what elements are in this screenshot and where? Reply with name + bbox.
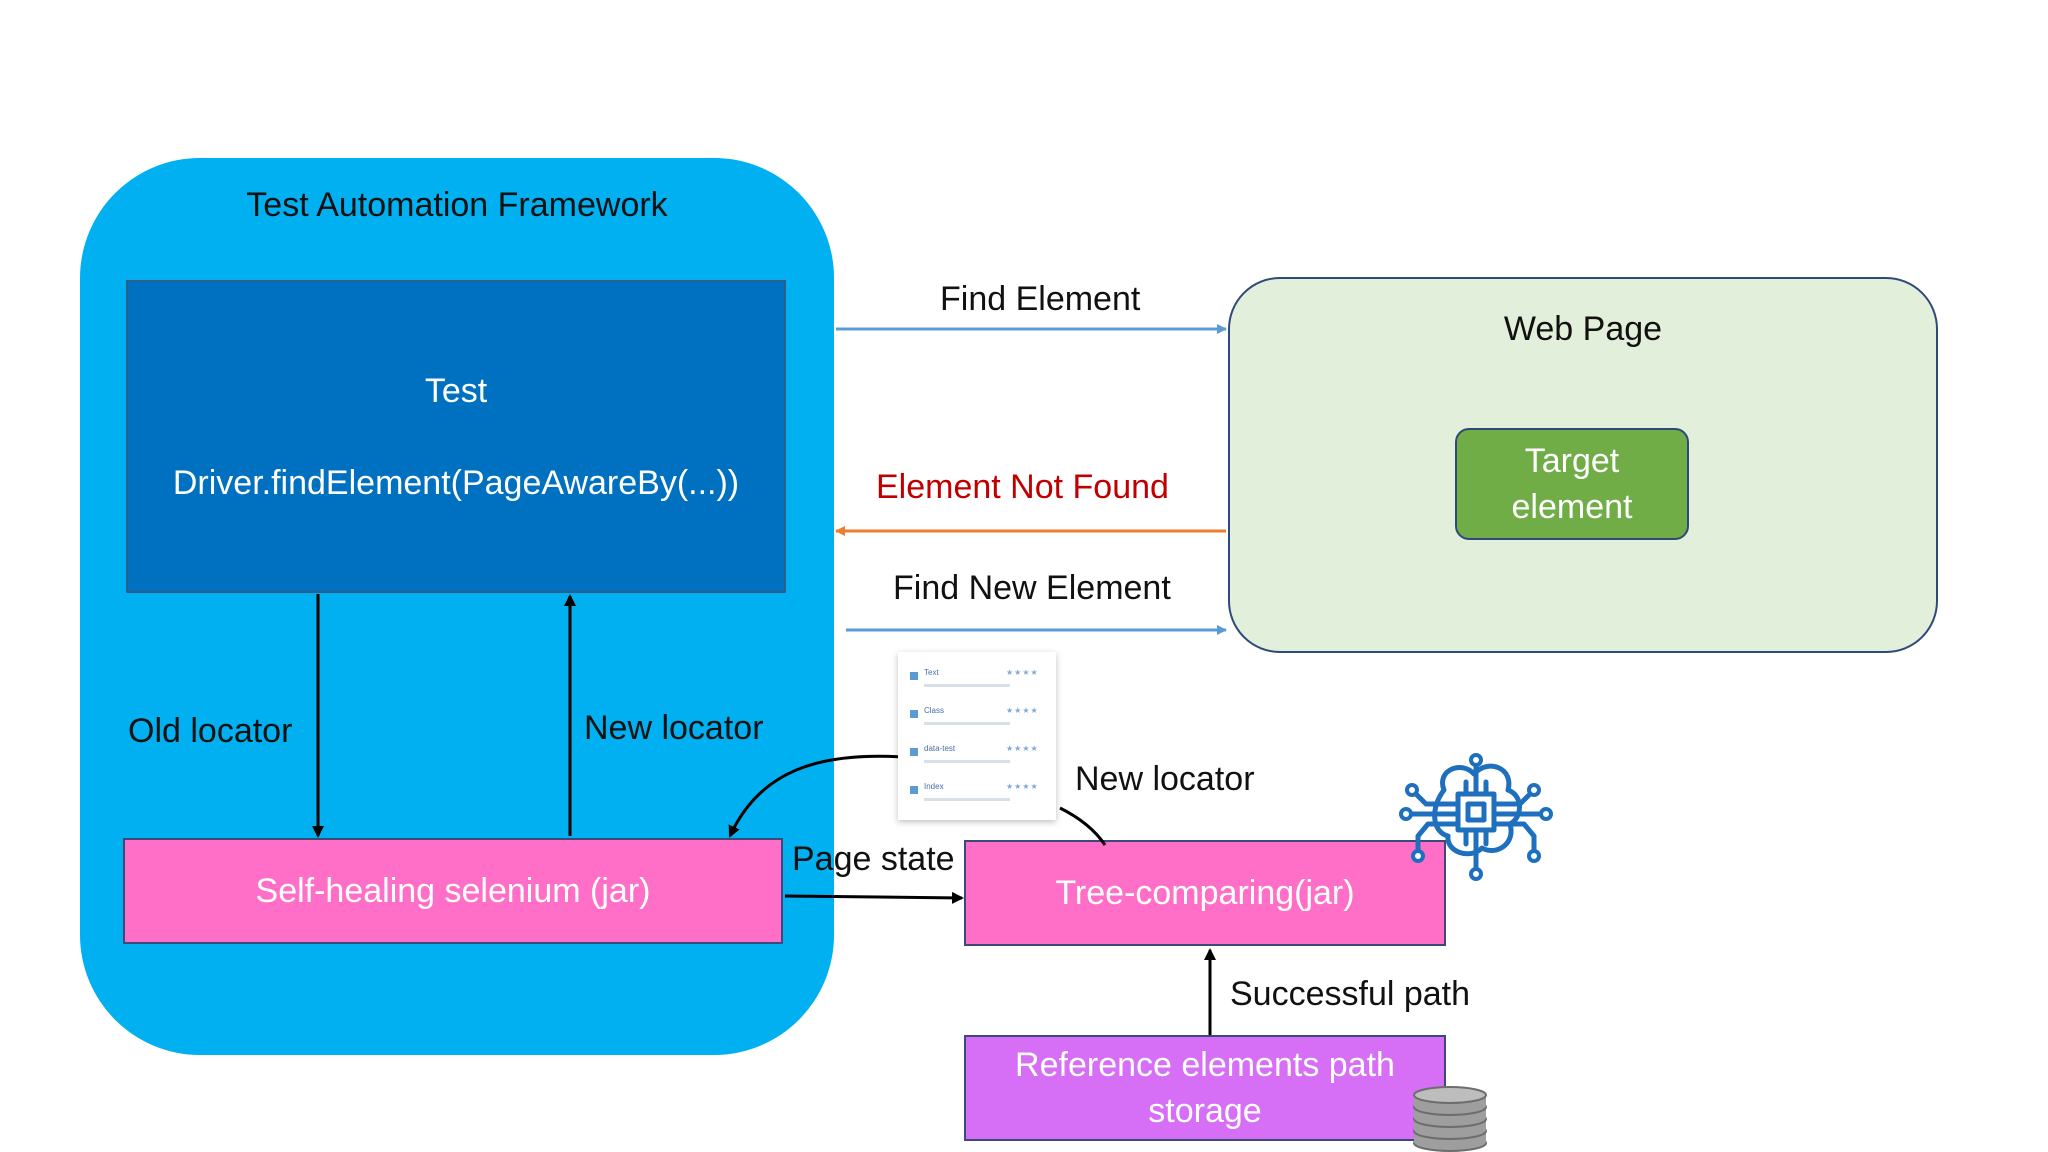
framework-title: Test Automation Framework	[246, 186, 668, 224]
locator-row: Text ★★★★	[910, 668, 1046, 702]
new-locator-up-label: New locator	[584, 709, 764, 747]
target-line-1: Target	[1524, 442, 1620, 480]
test-label: Test	[424, 372, 488, 410]
checkbox-icon	[910, 748, 918, 756]
find-element-label: Find Element	[940, 280, 1141, 318]
rating-stars-icon: ★★★★	[1006, 782, 1039, 791]
locator-name: data-test	[924, 744, 956, 753]
element-not-found-label: Element Not Found	[876, 468, 1169, 506]
description-line	[924, 722, 1010, 725]
checkbox-icon	[910, 672, 918, 680]
locator-row: Class ★★★★	[910, 706, 1046, 740]
database-stack-icon	[1413, 1086, 1487, 1152]
successful-path-label: Successful path	[1230, 975, 1471, 1013]
old-locator-label: Old locator	[128, 712, 293, 750]
locator-row: data-test ★★★★	[910, 744, 1046, 778]
find-new-element-label: Find New Element	[893, 569, 1171, 607]
checkbox-icon	[910, 786, 918, 794]
locator-name: Class	[924, 706, 945, 715]
rating-stars-icon: ★★★★	[1006, 744, 1039, 753]
web-page-title: Web Page	[1503, 310, 1663, 348]
locator-name: Text	[924, 668, 939, 677]
description-line	[924, 760, 1010, 763]
locator-list-thumbnail: Text ★★★★ Class ★★★★ data-test ★★★★ Inde…	[898, 652, 1056, 820]
ai-chip-brain-icon	[1399, 753, 1553, 881]
locator-name: Index	[924, 782, 944, 791]
target-element-box: Target element	[1455, 428, 1689, 540]
locator-row: Index ★★★★	[910, 782, 1046, 816]
self-healing-selenium-box: Self-healing selenium (jar)	[123, 838, 783, 944]
reference-storage-line-1: Reference elements path	[1015, 1046, 1395, 1084]
description-line	[924, 798, 1010, 801]
tree-to-list-connector	[1059, 806, 1107, 846]
new-locator-tree-label: New locator	[1075, 760, 1255, 798]
checkbox-icon	[910, 710, 918, 718]
rating-stars-icon: ★★★★	[1006, 668, 1039, 677]
tree-comparing-box: Tree-comparing(jar)	[964, 840, 1446, 946]
reference-storage-line-2: storage	[1148, 1092, 1262, 1130]
reference-storage-box: Reference elements path storage	[964, 1035, 1446, 1141]
test-driver-call: Driver.findElement(PageAwareBy(...))	[172, 464, 740, 502]
test-box: Test Driver.findElement(PageAwareBy(...)…	[126, 280, 786, 593]
new-locator-curve-arrow	[728, 754, 904, 838]
description-line	[924, 684, 1010, 687]
target-line-2: element	[1511, 488, 1633, 526]
page-state-arrow	[784, 891, 964, 904]
page-state-label: Page state	[792, 840, 955, 878]
rating-stars-icon: ★★★★	[1006, 706, 1039, 715]
